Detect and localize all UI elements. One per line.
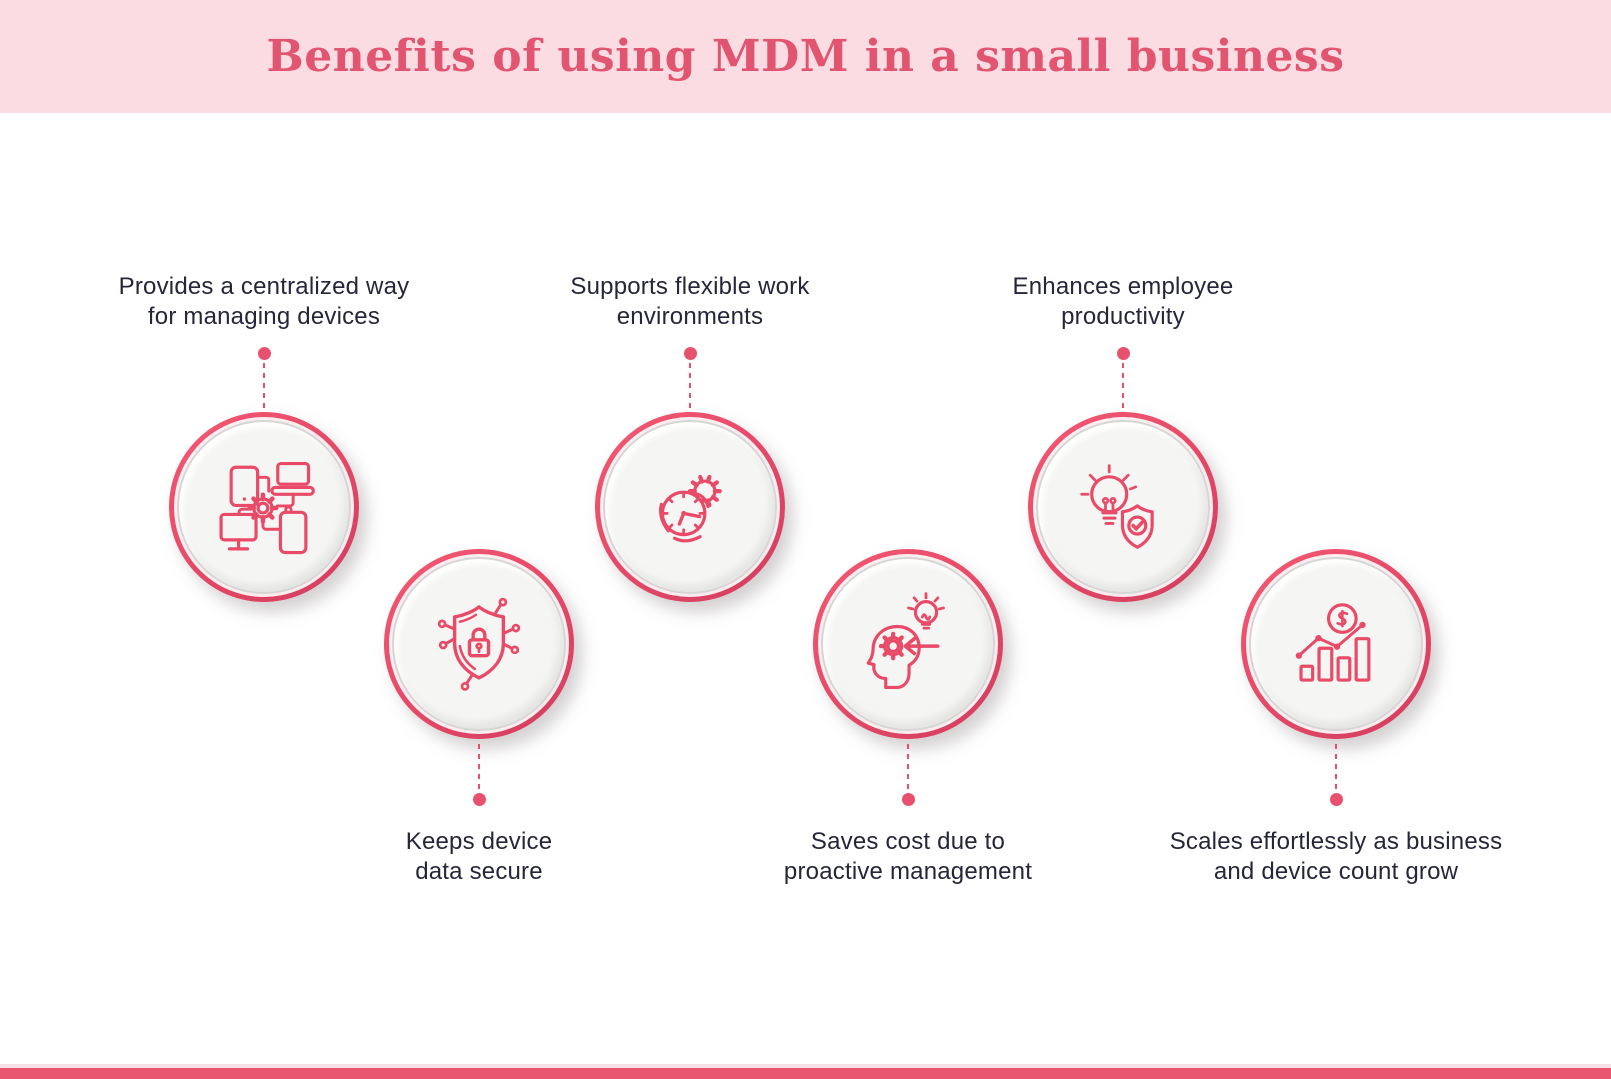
benefit-label: Supports flexible work environments	[570, 273, 810, 330]
bulb-shield-check-icon	[1080, 464, 1154, 549]
connector-dot	[1116, 346, 1130, 360]
connector-dot	[901, 792, 915, 806]
benefit-label: Scales effortlessly as business and devi…	[1169, 828, 1503, 885]
connector-dashed-line	[1121, 363, 1125, 409]
connector-dot	[472, 792, 486, 806]
benefit-circle	[813, 549, 1003, 739]
circle-inner-face	[177, 420, 351, 594]
benefit-label: Saves cost due to proactive management	[783, 828, 1033, 885]
clock-gear-icon	[659, 474, 722, 543]
footer-accent-bar	[0, 1068, 1611, 1079]
benefit-label: Keeps device data secure	[405, 828, 553, 885]
connector-dashed-line	[477, 744, 481, 790]
head-gear-bulb-icon	[866, 592, 945, 690]
footer-accent-strip	[0, 1064, 1611, 1068]
connector-dot	[1329, 792, 1343, 806]
connector-dot	[257, 346, 271, 360]
benefit-circle	[384, 549, 574, 739]
connector-dashed-line	[262, 363, 266, 409]
connector-dashed-line	[1334, 744, 1338, 790]
benefit-label: Provides a centralized way for managing …	[118, 273, 410, 330]
page-title: Benefits of using MDM in a small busines…	[266, 31, 1345, 82]
benefit-circle	[169, 412, 359, 602]
benefit-circle	[1028, 412, 1218, 602]
benefit-circle	[595, 412, 785, 602]
connector-dashed-line	[688, 363, 692, 409]
devices-network-icon	[219, 461, 315, 555]
dollar-growth-chart-icon	[1295, 603, 1371, 682]
shield-lock-icon	[437, 597, 521, 691]
benefit-label: Enhances employee productivity	[1012, 273, 1234, 330]
header-band: Benefits of using MDM in a small busines…	[0, 0, 1611, 113]
connector-dashed-line	[906, 744, 910, 790]
benefit-circle	[1241, 549, 1431, 739]
connector-dot	[683, 346, 697, 360]
